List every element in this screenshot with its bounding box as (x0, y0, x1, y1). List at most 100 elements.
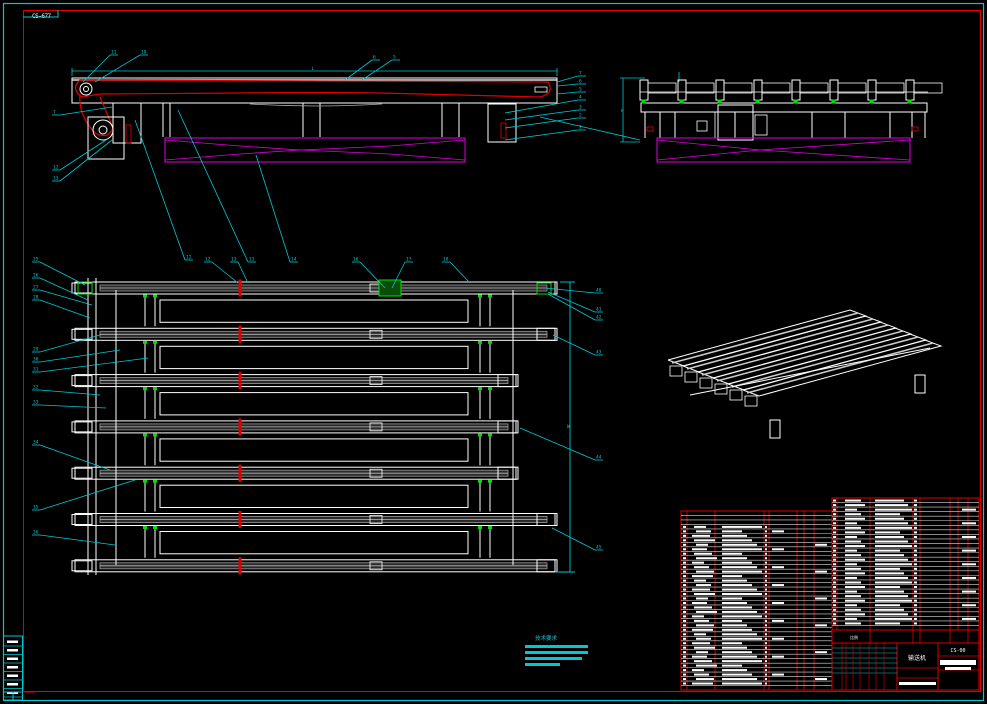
leader-line (551, 527, 596, 551)
leader-line (556, 91, 579, 95)
part-name-text (875, 522, 908, 525)
balloon-front-right: 1 (504, 125, 586, 141)
part-number-text (683, 646, 686, 649)
part-qty-text (914, 545, 917, 548)
balloon-front-4: 12 (52, 139, 107, 171)
side-chain-guide (723, 82, 753, 94)
iso-frame-rail (689, 347, 931, 396)
tie-fastener (478, 387, 482, 391)
notes-title: 技术要求 (535, 634, 558, 642)
part-name-text (722, 548, 762, 551)
part-qty-text (765, 552, 767, 555)
side-fastener (717, 99, 722, 104)
part-number-text (683, 619, 686, 622)
side-roller (905, 79, 915, 101)
part-number-text (683, 548, 686, 551)
part-number-text (833, 545, 836, 548)
part-qty-text (765, 619, 767, 622)
balloon-number: 12 (205, 257, 211, 263)
tie-fastener (143, 479, 147, 483)
part-code-text (692, 534, 710, 537)
part-qty-text (765, 597, 767, 600)
part-number-text (683, 584, 686, 587)
part-code-text (845, 567, 861, 570)
part-number-text (833, 517, 836, 520)
coupling-left (77, 281, 93, 295)
part-number-text (833, 504, 836, 507)
conveyor-strand (71, 325, 558, 343)
part-code-text (845, 531, 865, 534)
iso-chain (671, 312, 859, 364)
balloon-plan-top: 16 (352, 257, 386, 289)
part-code-text (845, 540, 861, 543)
strand-tail-tensioner (536, 327, 556, 341)
iso-head-block (714, 383, 728, 395)
balloon-number: 32 (33, 385, 39, 391)
side-strip (3, 635, 35, 701)
side-view: H (620, 72, 943, 163)
balloon-number: 14 (291, 257, 297, 263)
part-code-text (692, 628, 713, 631)
part-code-text (845, 608, 861, 611)
part-code-text (696, 610, 717, 613)
part-name-text (875, 599, 912, 602)
conveyor-strand (71, 511, 558, 528)
part-qty-text (914, 504, 917, 507)
notes-line-bar (525, 651, 588, 654)
part-material-text (772, 566, 784, 569)
part-number-text (833, 608, 836, 611)
bay-panel (159, 345, 469, 370)
part-number-text (833, 622, 836, 625)
part-name-text (722, 588, 757, 591)
iso-chain (731, 336, 919, 388)
strand-red-marker (238, 325, 242, 343)
part-number-text (683, 633, 686, 636)
tie-fastener (488, 526, 492, 529)
part-name-text (722, 543, 757, 546)
part-qty-text (914, 549, 917, 552)
part-number-text (683, 682, 686, 685)
balloon-number: 30 (33, 357, 39, 363)
part-code-text (696, 570, 714, 573)
balloon-number: 13 (53, 176, 59, 182)
part-qty-text (765, 525, 767, 528)
balloon-number: 28 (33, 295, 39, 301)
part-code-text (845, 549, 857, 552)
balloon-number: 42 (596, 315, 602, 321)
part-note-text (815, 651, 827, 654)
part-number-text (683, 579, 686, 582)
side-fastener (907, 99, 912, 104)
tie-fastener (153, 433, 157, 437)
part-name-text (875, 513, 900, 516)
side-chain-guide (685, 82, 715, 94)
side-sprocket-stack (754, 114, 768, 136)
leader-line (547, 291, 596, 313)
part-number-text (683, 525, 686, 528)
part-name-text (722, 669, 747, 672)
side-roller (753, 79, 763, 101)
part-name-text (875, 531, 900, 534)
balloon-front-bottom: 13 (177, 109, 256, 263)
part-code-text (692, 669, 704, 672)
part-number-text (683, 593, 686, 596)
bay-panel (159, 484, 469, 509)
leader-line (39, 349, 121, 363)
strand-tail-tensioner (497, 466, 517, 480)
part-name-text (722, 660, 762, 663)
iso-chain (716, 330, 904, 382)
balloon-number: 33 (33, 400, 39, 406)
part-code-text (845, 613, 865, 616)
leader-line (134, 119, 186, 261)
head-sprocket-hub (83, 86, 89, 92)
tail-support-frame (487, 103, 517, 143)
part-code-text (694, 673, 709, 676)
part-qty-text (765, 682, 767, 685)
balloon-number: 11 (111, 50, 117, 56)
balloon-plan-left: 29 (32, 334, 101, 353)
tie-fastener (488, 387, 492, 391)
balloon-plan-left: 26 (32, 273, 89, 301)
parts-list (680, 497, 980, 691)
isometric-view (667, 309, 943, 439)
balloon-plan-top: 17 (391, 257, 413, 289)
part-qty-text (765, 660, 767, 663)
